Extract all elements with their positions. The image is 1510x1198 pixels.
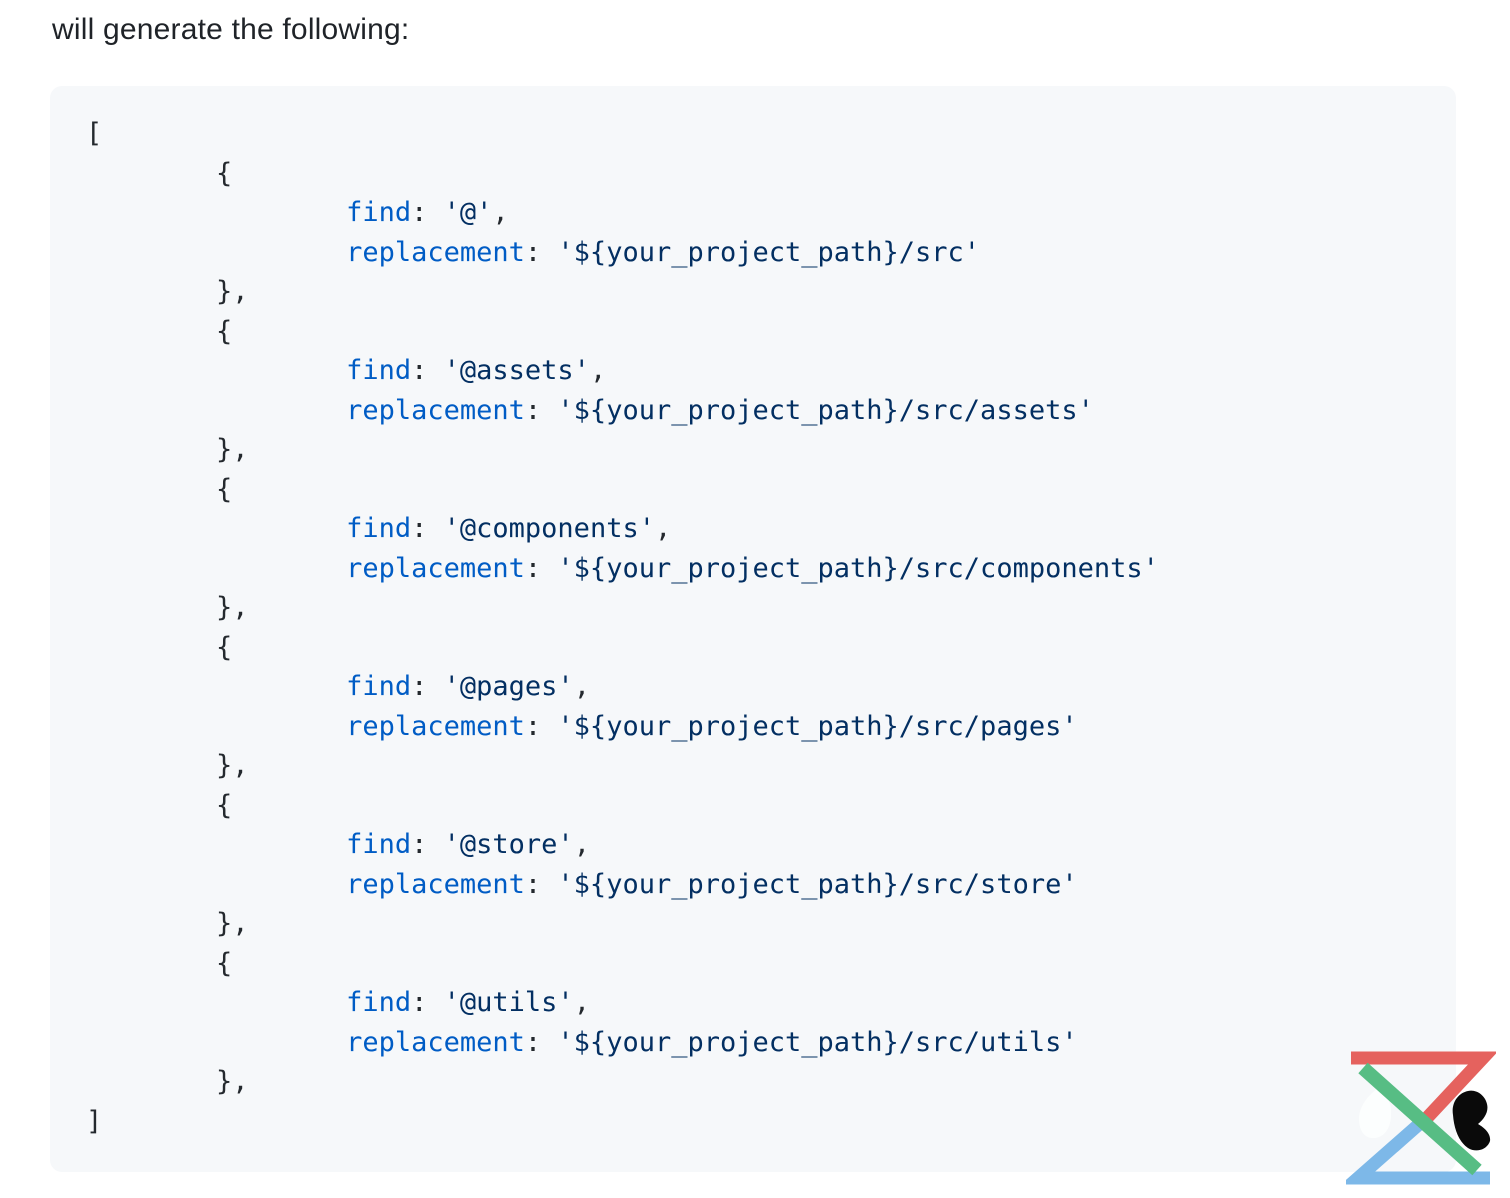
code-line: replacement: '${your_project_path}/src/c… — [346, 552, 1159, 584]
code-line: find: '@components', — [346, 513, 672, 544]
code-line: replacement: '${your_project_path}/src/a… — [346, 394, 1094, 426]
code-line: replacement: '${your_project_path}/src/u… — [346, 1026, 1078, 1058]
code-line: { — [86, 157, 233, 189]
code-lines: [ { find: '@', replacement: '${your_proj… — [86, 114, 1424, 1141]
code-line: replacement: '${your_project_path}/src/p… — [346, 710, 1078, 742]
code-line: }, — [86, 1066, 249, 1097]
code-line: find: '@store', — [346, 829, 590, 860]
code-line: }, — [86, 908, 249, 939]
code-line: { — [86, 947, 233, 979]
code-line: { — [86, 631, 233, 663]
code-line: { — [86, 473, 233, 505]
code-line: }, — [86, 276, 249, 307]
logo-black-blob-shape — [1452, 1090, 1491, 1151]
code-line: find: '@pages', — [346, 671, 590, 702]
intro-text: will generate the following: — [52, 13, 410, 46]
code-line: [ — [86, 118, 103, 149]
code-block: [ { find: '@', replacement: '${your_proj… — [50, 86, 1456, 1172]
code-line: }, — [86, 434, 249, 465]
code-line: }, — [86, 592, 249, 623]
code-line: }, — [86, 750, 249, 781]
page-content: will generate the following: [ { find: '… — [50, 12, 1456, 1172]
code-line: { — [86, 315, 233, 347]
code-line: ] — [86, 1105, 103, 1137]
code-line: find: '@utils', — [346, 987, 590, 1018]
code-line: { — [86, 789, 233, 821]
code-line: replacement: '${your_project_path}/src/s… — [346, 868, 1078, 900]
code-line: find: '@assets', — [346, 355, 607, 386]
code-line: find: '@', — [346, 197, 509, 228]
code-line: replacement: '${your_project_path}/src' — [346, 236, 981, 268]
